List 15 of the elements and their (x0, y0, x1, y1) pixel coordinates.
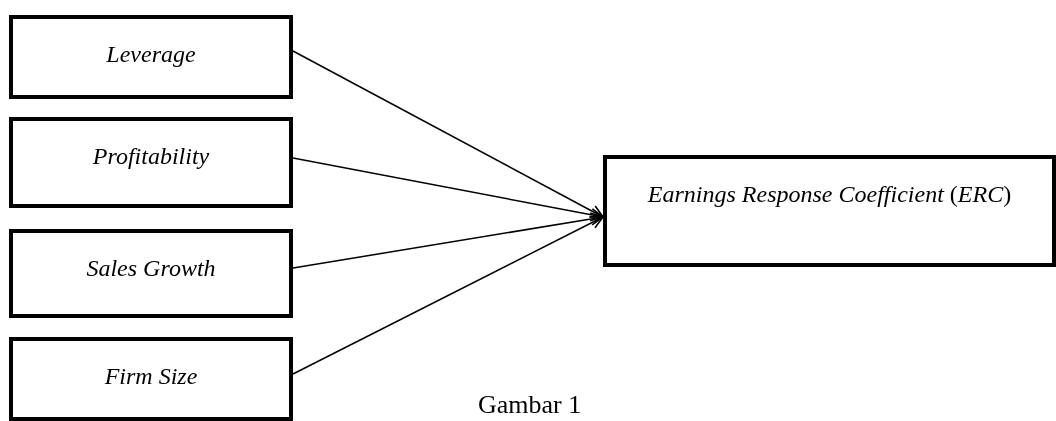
variable-box (9, 337, 293, 421)
variable-box (9, 229, 293, 318)
arrow (292, 157, 604, 222)
variable-label: Profitability (92, 142, 210, 171)
variable-label: Leverage (106, 40, 196, 69)
variable-label: Firm Size (104, 362, 198, 391)
variable-box (9, 117, 293, 208)
figure-caption: Gambar 1 (478, 390, 582, 420)
arrow (292, 212, 604, 269)
arrow (292, 216, 604, 375)
arrow (292, 50, 604, 218)
variable-box (9, 15, 293, 99)
variable-box (603, 155, 1056, 267)
variable-label: Sales Growth (86, 254, 216, 283)
variable-label: Earnings Response Coefficient (ERC) (647, 180, 1012, 209)
